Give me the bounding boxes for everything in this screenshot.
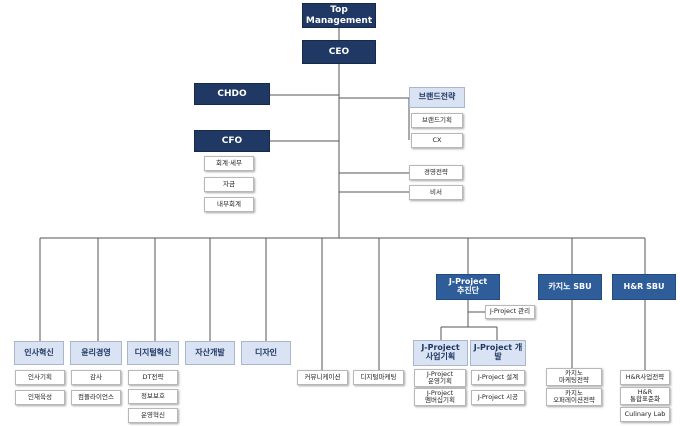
cfo-box: CFO (194, 130, 270, 152)
hnr-unit-strategy: H&R사업전략 (620, 370, 670, 385)
jproject-unit-operations: J-Project 운영기획 (414, 369, 466, 387)
digital-unit-operations: 운영혁신 (128, 408, 178, 423)
hr-unit-development: 인재육성 (15, 390, 65, 405)
chdo-box: CHDO (194, 83, 270, 105)
hnr-unit-standardization: H&R 통합표준화 (620, 387, 670, 405)
ethics-box: 윤리경영 (70, 341, 122, 365)
jproject-unit-membership: J-Project 멤버십기획 (414, 388, 466, 406)
digital-unit-dt-strategy: DT전략 (128, 370, 178, 385)
casino-unit-operations: 카지노 오퍼레이션전략 (546, 388, 602, 406)
design-box: 디자인 (241, 341, 291, 365)
asset-development-box: 자산개발 (185, 341, 235, 365)
jproject-office-box: J-Project 추진단 (436, 274, 500, 300)
hr-unit-planning: 인사기획 (15, 370, 65, 385)
jproject-unit-design: J-Project 설계 (471, 370, 525, 385)
digital-marketing-box: 디지털마케팅 (353, 370, 404, 385)
cfo-unit-internal-accounting: 내부회계 (204, 197, 254, 212)
cfo-unit-funds: 자금 (204, 177, 254, 192)
ceo-box: CEO (302, 40, 376, 64)
ethics-unit-compliance: 컴플라이언스 (71, 390, 121, 405)
casino-sbu-box: 카지노 SBU (538, 274, 602, 300)
hr-innovation-box: 인사혁신 (14, 341, 64, 365)
communication-box: 커뮤니케이션 (297, 370, 348, 385)
jproject-management-box: J-Project 관리 (485, 305, 535, 319)
casino-unit-marketing: 카지노 마케팅전략 (546, 368, 602, 386)
brand-strategy-box: 브랜드전략 (409, 87, 465, 108)
brand-unit-cx: CX (411, 133, 463, 148)
hnr-unit-culinary-lab: Culinary Lab (620, 407, 670, 422)
hnr-sbu-box: H&R SBU (612, 274, 676, 300)
cfo-unit-accounting: 회계·세무 (204, 156, 254, 171)
digital-unit-security: 정보보호 (128, 389, 178, 404)
digital-innovation-box: 디지털혁신 (127, 341, 179, 365)
staff-unit-management-strategy: 경영전략 (409, 165, 463, 180)
staff-unit-secretary: 비서 (409, 185, 463, 200)
top-management-box: Top Management (302, 3, 376, 28)
jproject-development-box: J-Project 개발 (470, 340, 526, 366)
brand-unit-planning: 브랜드기획 (411, 113, 463, 128)
ethics-unit-audit: 감사 (71, 370, 121, 385)
jproject-business-planning-box: J-Project 사업기획 (413, 340, 468, 366)
jproject-unit-construction: J-Project 시공 (471, 390, 525, 405)
